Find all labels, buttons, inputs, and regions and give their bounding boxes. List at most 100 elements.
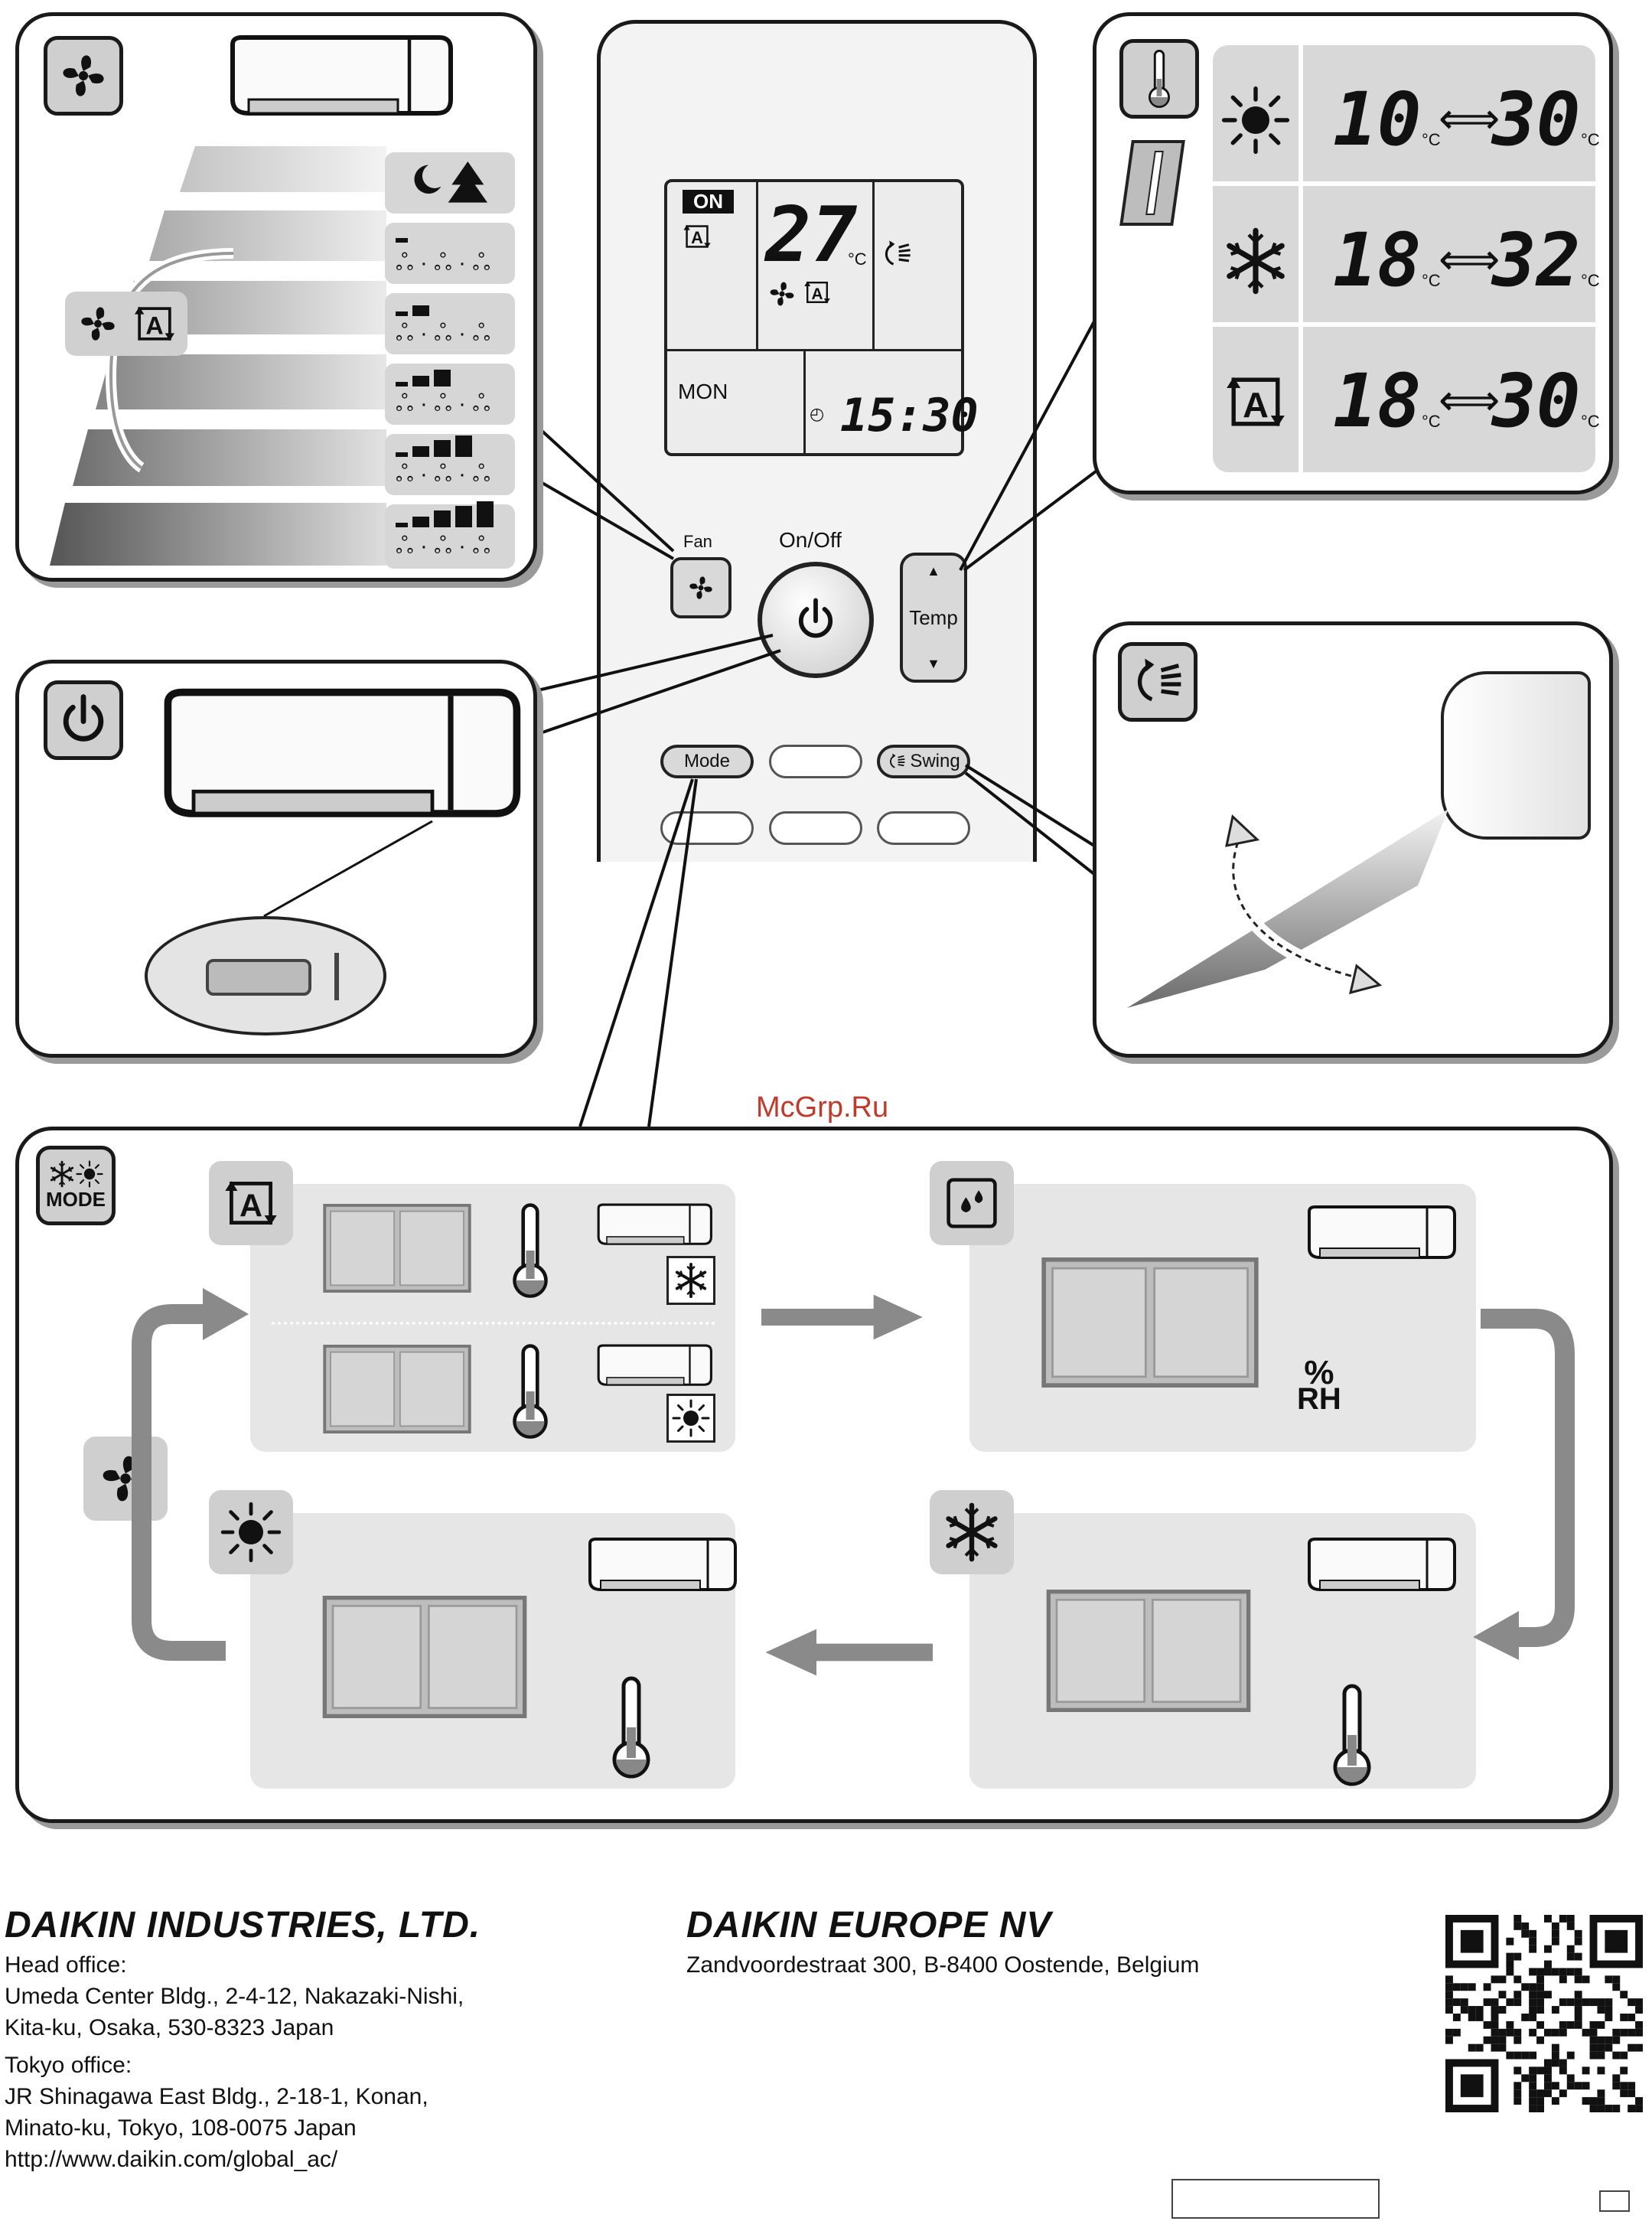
fan-speed-level-5: ஃ · ஃ · ஃ bbox=[385, 501, 515, 569]
auto-cool-indicator bbox=[666, 1256, 715, 1305]
tokyo-office-label: Tokyo office: bbox=[5, 2053, 132, 2078]
fan-icon bbox=[74, 300, 122, 347]
blank-button-2[interactable] bbox=[660, 811, 754, 845]
snowflake-icon bbox=[1221, 227, 1290, 295]
on-off-button-label: On/Off bbox=[779, 528, 842, 552]
temp-range-min-unit: °C bbox=[1422, 412, 1441, 431]
mode-button[interactable]: Mode bbox=[660, 745, 754, 778]
dry-mode-badge bbox=[930, 1161, 1014, 1245]
company-japan-name: DAIKIN INDUSTRIES, LTD. bbox=[5, 1905, 481, 1945]
document-code-box bbox=[1171, 2179, 1380, 2219]
temp-range-arrow-icon: ⟺ bbox=[1439, 235, 1500, 283]
power-panel-icon-box bbox=[44, 680, 123, 760]
auto-mode-icon bbox=[131, 300, 178, 347]
company-europe-block: DAIKIN EUROPE NV Zandvoordestraat 300, B… bbox=[686, 1904, 1375, 1981]
small-code-box bbox=[1599, 2190, 1630, 2212]
indoor-unit-image bbox=[226, 31, 455, 126]
temp-range-min: 18 bbox=[1333, 358, 1422, 444]
lcd-on-badge: ON bbox=[683, 190, 734, 214]
lcd-display: ON 27 °C MON ◴ 15:30 bbox=[664, 179, 979, 456]
room-thermometer-image bbox=[1119, 140, 1185, 226]
website-link[interactable]: http://www.daikin.com/global_ac/ bbox=[5, 2147, 338, 2172]
fan-speed-level-2: ஃ · ஃ · ஃ bbox=[385, 293, 515, 354]
sun-icon bbox=[76, 1160, 103, 1188]
temp-range-min-unit: °C bbox=[1422, 271, 1441, 290]
swing-panel-icon-box bbox=[1118, 642, 1197, 722]
lcd-day: MON bbox=[678, 380, 728, 403]
temp-range-max-unit: °C bbox=[1581, 130, 1600, 149]
temp-range-arrow-icon: ⟺ bbox=[1439, 376, 1500, 424]
temp-button[interactable]: ▲ Temp ▼ bbox=[900, 553, 967, 683]
head-office-line2: Kita-ku, Osaka, 530-8323 Japan bbox=[5, 2015, 334, 2040]
window-rainy-image bbox=[1037, 1257, 1263, 1388]
swing-button-label: Swing bbox=[910, 751, 960, 771]
fan-speed-levels: ஃ · ஃ · ஃ ஃ · ஃ · ஃ ஃ · ஃ · ஃ ஃ · ஃ · ஃ bbox=[385, 223, 515, 575]
sun-icon bbox=[672, 1399, 710, 1437]
fan-speed-panel: ஃ · ஃ · ஃ ஃ · ஃ · ஃ ஃ · ஃ · ஃ ஃ · ஃ · ஃ bbox=[15, 12, 537, 582]
swing-button[interactable]: Swing bbox=[877, 745, 970, 778]
auto-mode-icon bbox=[220, 1172, 282, 1234]
head-office-label: Head office: bbox=[5, 1952, 127, 1978]
on-off-button[interactable] bbox=[758, 562, 874, 678]
indoor-unit-side-image bbox=[1441, 671, 1591, 840]
indoor-unit-image bbox=[593, 1202, 715, 1250]
thermometer-icon bbox=[608, 1674, 654, 1781]
arrow-auto-to-dry bbox=[761, 1288, 930, 1346]
lcd-auto-icon bbox=[681, 220, 713, 253]
temp-range-min: 18 bbox=[1333, 217, 1422, 303]
quiet-mode-badge bbox=[385, 152, 515, 214]
blank-button-4[interactable] bbox=[877, 811, 970, 845]
mode-panel-icon-box: MODE bbox=[36, 1146, 116, 1225]
temp-range-min: 10 bbox=[1333, 77, 1422, 162]
cool-mode-badge bbox=[930, 1490, 1014, 1574]
moon-tree-icon bbox=[404, 156, 496, 210]
power-icon bbox=[54, 691, 112, 749]
snowflake-icon bbox=[673, 1262, 709, 1299]
thermometer-icon bbox=[509, 1342, 552, 1441]
temp-range-max: 30 bbox=[1492, 358, 1581, 444]
blank-button-3[interactable] bbox=[769, 811, 862, 845]
fan-speed-level-3: ஃ · ஃ · ஃ bbox=[385, 364, 515, 425]
temp-button-label: Temp bbox=[909, 605, 958, 629]
company-europe-name: DAIKIN EUROPE NV bbox=[686, 1905, 1052, 1945]
arrow-heat-to-cool-return bbox=[754, 1623, 937, 1681]
fan-button[interactable] bbox=[670, 557, 732, 618]
airflow-fan-diagram bbox=[50, 146, 386, 566]
heat-mode-badge bbox=[209, 1490, 293, 1574]
fan-mode-badge bbox=[83, 1437, 168, 1521]
temp-down-icon[interactable]: ▼ bbox=[927, 656, 940, 671]
lcd-swing-icon bbox=[880, 237, 914, 271]
temp-panel-icon-box bbox=[1119, 39, 1199, 119]
temp-range-max: 32 bbox=[1492, 217, 1581, 303]
lcd-temperature: 27 bbox=[765, 190, 858, 279]
temp-range-max: 30 bbox=[1492, 77, 1581, 162]
tokyo-office-line1: JR Shinagawa East Bldg., 2-18-1, Konan, bbox=[5, 2084, 428, 2109]
tokyo-office-line2: Minato-ku, Tokyo, 108-0075 Japan bbox=[5, 2115, 357, 2141]
indicator-lamp-callout bbox=[145, 916, 386, 1035]
snowflake-icon bbox=[941, 1502, 1002, 1563]
swing-airflow-diagram bbox=[1127, 809, 1448, 1008]
temperature-range-panel bbox=[1093, 12, 1613, 494]
auto-mode-badge bbox=[209, 1161, 293, 1245]
lcd-fan-auto-icon bbox=[802, 277, 833, 308]
thermometer-icon bbox=[1329, 1681, 1375, 1789]
temp-up-icon[interactable]: ▲ bbox=[927, 563, 940, 579]
window-snowy-image bbox=[318, 1596, 532, 1718]
swing-icon bbox=[887, 752, 907, 771]
swing-icon bbox=[1129, 653, 1187, 711]
temp-range-min-unit: °C bbox=[1422, 130, 1441, 149]
sun-icon bbox=[1221, 86, 1290, 155]
window-snowy-image bbox=[322, 1345, 472, 1433]
company-japan-block: DAIKIN INDUSTRIES, LTD. Head office: Ume… bbox=[5, 1904, 632, 2175]
cycle-arrow-left bbox=[132, 1288, 249, 1661]
window-sunny-image bbox=[322, 1204, 472, 1293]
blank-button-1[interactable] bbox=[769, 745, 862, 778]
indoor-unit-image bbox=[1305, 1204, 1458, 1265]
auto-mode-icon bbox=[1221, 367, 1290, 436]
humidity-label: % RH bbox=[1297, 1356, 1341, 1415]
thermometer-icon bbox=[509, 1201, 552, 1300]
swing-panel bbox=[1093, 621, 1613, 1058]
europe-address: Zandvoordestraat 300, B-8400 Oostende, B… bbox=[686, 1952, 1200, 1978]
temp-range-max-unit: °C bbox=[1581, 412, 1600, 431]
head-office-line1: Umeda Center Bldg., 2-4-12, Nakazaki-Nis… bbox=[5, 1984, 464, 2009]
